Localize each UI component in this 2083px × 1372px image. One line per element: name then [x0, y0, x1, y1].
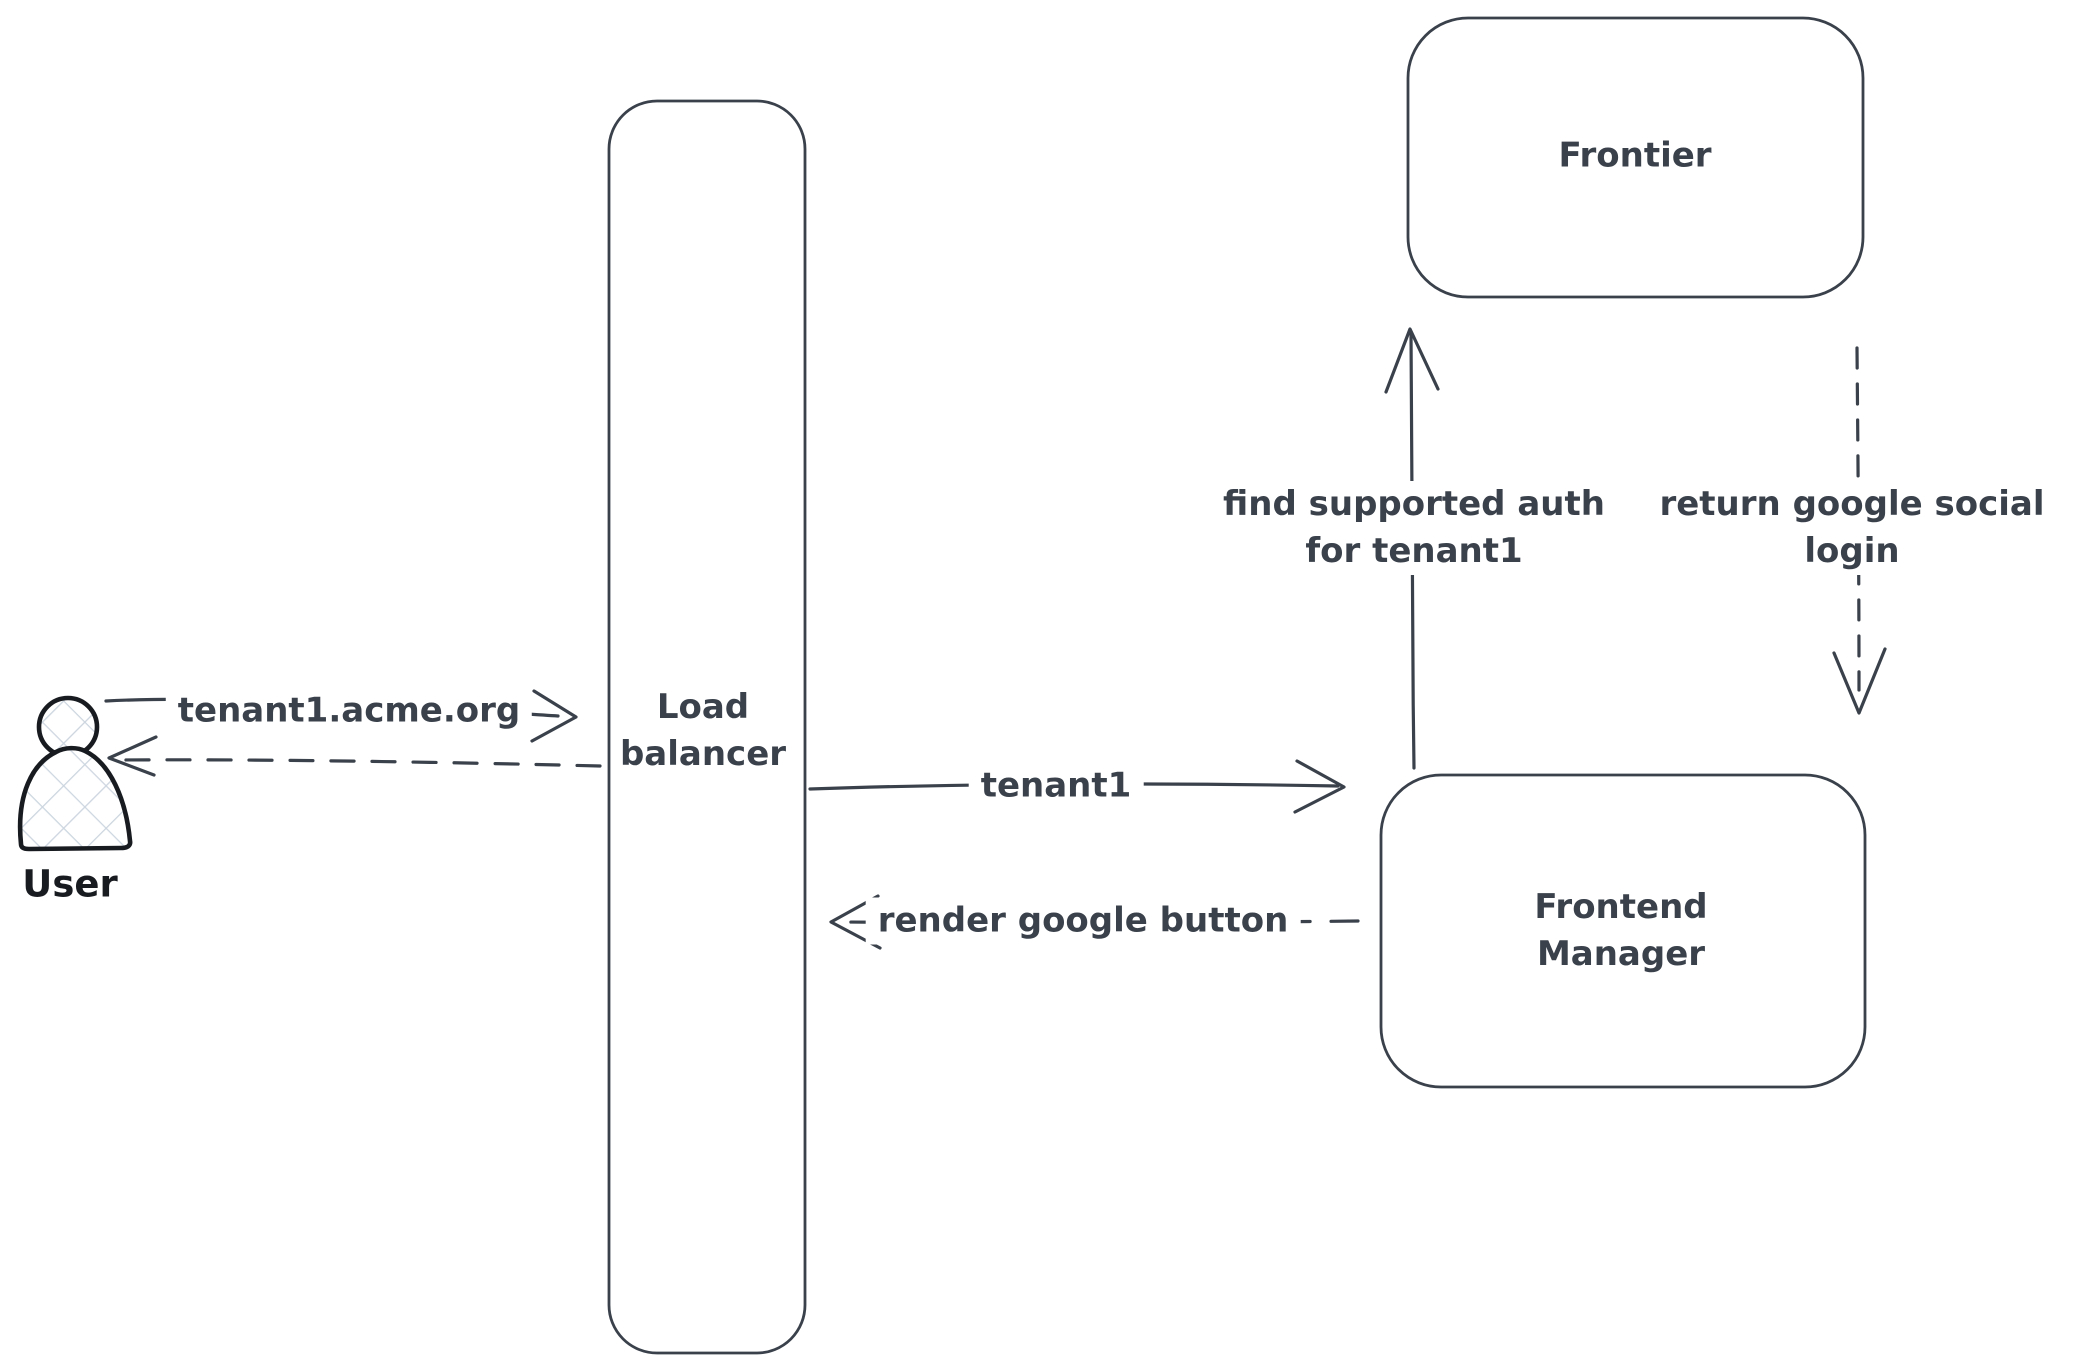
load-balancer-box	[607, 99, 807, 1355]
load-balancer-label-line2: balancer	[619, 734, 787, 774]
frontier-box	[1406, 16, 1865, 299]
arrow-load-balancer-to-user-head	[107, 735, 158, 777]
user-label: User	[22, 862, 118, 906]
frontier-label: Frontier	[1558, 135, 1712, 176]
arrow-label-tenant1: tenant1	[968, 762, 1144, 810]
user-icon	[17, 695, 133, 852]
arrow-label-tenant1-acme-org: tenant1.acme.org	[165, 687, 533, 735]
arrow-label-render-google-button: render google button	[865, 897, 1301, 945]
frontend-manager-label: Frontend Manager	[1534, 884, 1707, 978]
arrow-label-return-google-social-login: return google social login	[1647, 481, 2057, 575]
arrow-frontend-manager-to-load-balancer-head	[829, 894, 882, 950]
arrow-label-find-supported-auth-line2: for tenant1	[1305, 531, 1523, 571]
load-balancer-label-line1: Load	[656, 687, 750, 727]
load-balancer-label: Load balancer	[620, 684, 786, 778]
user-icon-body	[17, 745, 133, 852]
arrow-label-find-supported-auth: find supported auth for tenant1	[1211, 481, 1617, 575]
arrow-frontier-to-frontend-manager-head	[1832, 647, 1887, 715]
arrow-frontier-to-frontend-manager	[1832, 346, 1887, 715]
frontend-manager-box	[1379, 773, 1867, 1089]
arrow-frontier-to-frontend-manager-line	[1855, 346, 1861, 692]
frontend-manager-label-line2: Manager	[1536, 934, 1706, 974]
arrow-load-balancer-to-frontend-manager-head	[1293, 759, 1346, 814]
frontend-manager-label-line1: Frontend	[1534, 887, 1708, 927]
arrow-load-balancer-to-user-line	[116, 758, 602, 768]
arrow-label-return-google-social-login-line2: login	[1804, 531, 1900, 571]
arrow-load-balancer-to-user	[107, 735, 602, 777]
arrow-label-find-supported-auth-line1: find supported auth	[1223, 484, 1605, 524]
arrow-frontend-manager-to-frontier-head	[1384, 327, 1440, 394]
arrow-label-return-google-social-login-line1: return google social	[1659, 484, 2045, 524]
arrow-user-to-load-balancer-head	[530, 689, 578, 743]
